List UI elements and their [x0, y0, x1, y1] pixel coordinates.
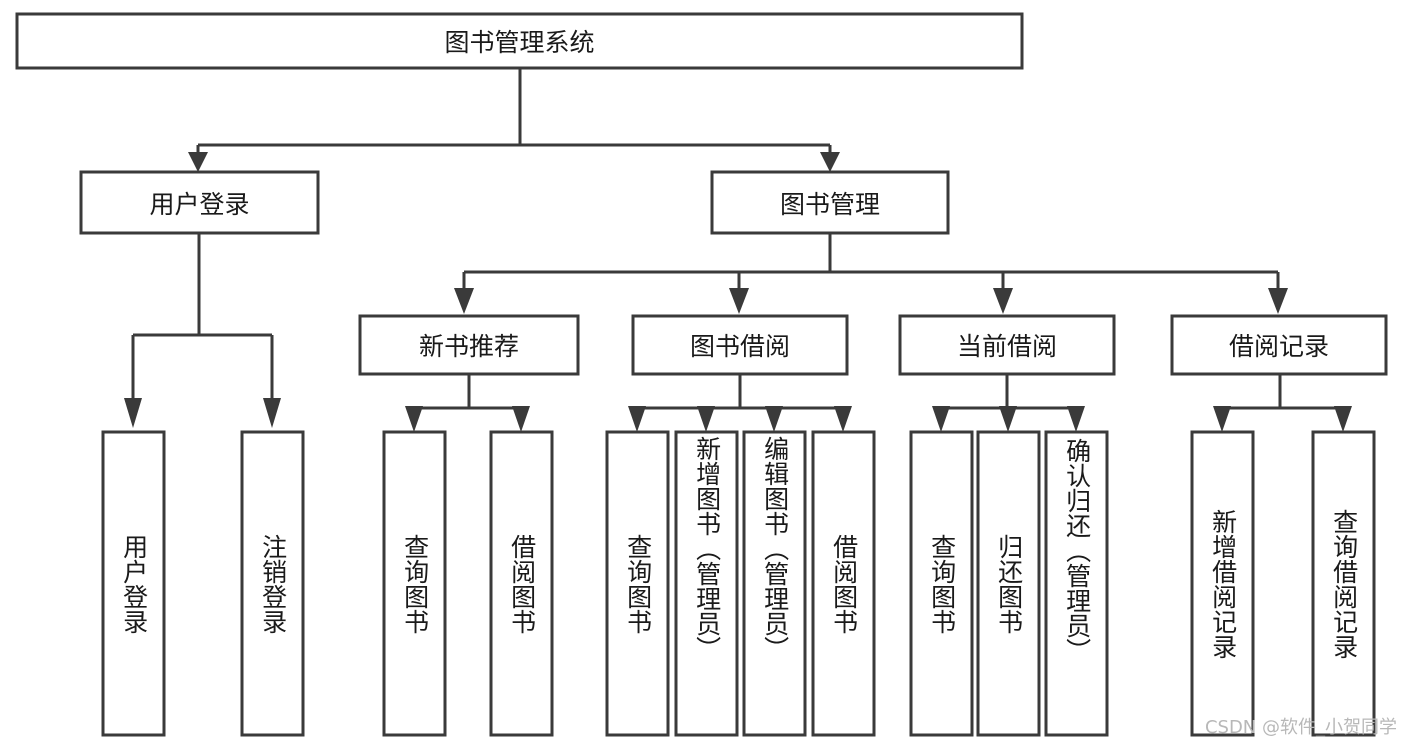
- arrowhead-nb-leaf-2: [512, 406, 530, 432]
- arrowhead-new-book: [454, 288, 474, 314]
- arrowhead-bw-leaf-1: [628, 406, 646, 432]
- node-new-book[interactable]: [358, 314, 580, 376]
- leaf-nb-query-book[interactable]: [382, 430, 447, 737]
- arrowhead-leaf-logout: [263, 398, 281, 428]
- arrowhead-book-manage: [820, 152, 840, 172]
- edges-record-to-leaves: [1213, 374, 1352, 432]
- edges-borrow-to-leaves: [628, 374, 852, 432]
- node-book-manage[interactable]: [710, 170, 950, 235]
- leaf-nb-borrow-book[interactable]: [489, 430, 554, 737]
- leaf-cu-return-book[interactable]: [976, 430, 1041, 737]
- arrowhead-current: [993, 288, 1013, 314]
- edges-book-manage-to-level2: [454, 233, 1288, 314]
- edges-root-to-level1: [188, 68, 840, 172]
- leaf-rc-add-record[interactable]: [1190, 430, 1255, 737]
- arrowhead-rc-leaf-2: [1334, 406, 1352, 432]
- leaf-cu-query-book[interactable]: [909, 430, 974, 737]
- arrowhead-rc-leaf-1: [1213, 406, 1231, 432]
- leaf-cu-confirm-return[interactable]: [1044, 430, 1109, 737]
- arrowhead-bw-leaf-3: [765, 406, 783, 432]
- leaf-bw-add-book[interactable]: [674, 430, 739, 737]
- arrowhead-leaf-user-login: [124, 398, 142, 428]
- arrowhead-cu-leaf-2: [999, 406, 1017, 432]
- leaf-bw-edit-book[interactable]: [742, 430, 807, 737]
- leaf-rc-query-record[interactable]: [1311, 430, 1376, 737]
- arrowhead-cu-leaf-3: [1067, 406, 1085, 432]
- leaf-user-login[interactable]: [101, 430, 166, 737]
- node-borrow[interactable]: [631, 314, 849, 376]
- leaf-bw-query-book[interactable]: [605, 430, 670, 737]
- edges-user-login-to-leaves: [124, 233, 281, 428]
- arrowhead-record: [1268, 288, 1288, 314]
- node-user-login[interactable]: [79, 170, 320, 235]
- arrowhead-user-login: [188, 152, 208, 172]
- leaf-bw-borrow-book[interactable]: [811, 430, 876, 737]
- arrowhead-bw-leaf-4: [834, 406, 852, 432]
- arrowhead-borrow: [729, 288, 749, 314]
- node-record[interactable]: [1170, 314, 1388, 376]
- node-root[interactable]: [15, 12, 1024, 70]
- arrowhead-bw-leaf-2: [697, 406, 715, 432]
- edges-new-book-to-leaves: [405, 374, 530, 432]
- leaf-logout[interactable]: [240, 430, 305, 737]
- node-current[interactable]: [898, 314, 1116, 376]
- edges-current-to-leaves: [932, 374, 1085, 432]
- arrowhead-nb-leaf-1: [405, 406, 423, 432]
- arrowhead-cu-leaf-1: [932, 406, 950, 432]
